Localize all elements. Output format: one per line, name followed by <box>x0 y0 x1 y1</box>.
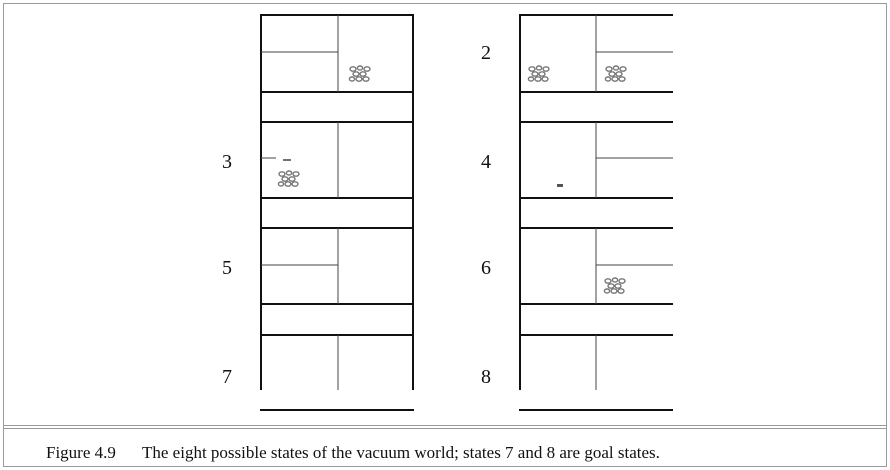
state-label-7: 7 <box>222 366 232 388</box>
dirt-icon <box>603 277 626 294</box>
dirt-icon <box>277 170 300 187</box>
caption-separator-bottom <box>3 428 887 429</box>
state-label-4: 4 <box>481 151 491 173</box>
state-label-5: 5 <box>222 257 232 279</box>
state-label-3: 3 <box>222 151 232 173</box>
dirt-icon <box>348 65 371 82</box>
right-column <box>519 14 673 411</box>
state-label-2: 2 <box>481 42 491 64</box>
caption-separator-top <box>3 425 887 426</box>
agent-tick <box>557 184 563 187</box>
state-label-8: 8 <box>481 366 491 388</box>
dirt-icon <box>604 65 627 82</box>
dirt-icon <box>527 65 550 82</box>
figure-caption: Figure 4.9 The eight possible states of t… <box>46 443 660 463</box>
figure-frame <box>3 3 887 467</box>
left-column <box>260 14 414 411</box>
figure-number: Figure 4.9 <box>46 443 116 462</box>
caption-text: The eight possible states of the vacuum … <box>142 443 660 462</box>
state-label-6: 6 <box>481 257 491 279</box>
